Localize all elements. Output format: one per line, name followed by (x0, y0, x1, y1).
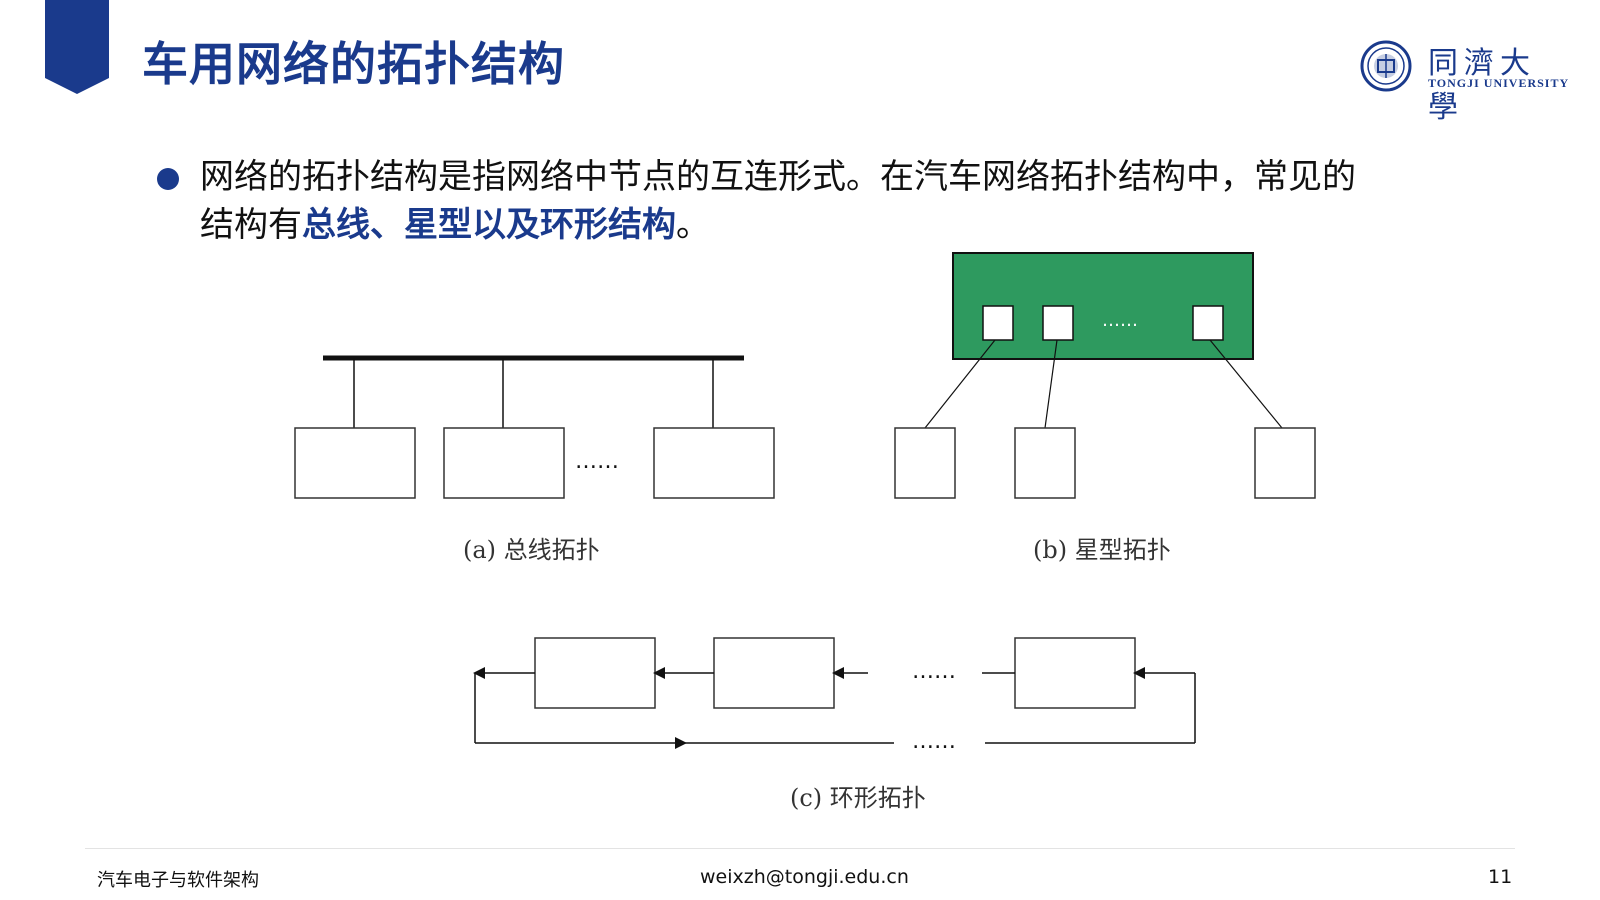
ring-node-3 (1014, 637, 1136, 709)
bullet-text-highlight: 总线、星型以及环形结构 (302, 205, 676, 245)
bus-node-1 (294, 427, 416, 499)
bus-node-3 (653, 427, 775, 499)
caption-bus: (a) 总线拓扑 (463, 536, 600, 564)
bus-node-2 (443, 427, 565, 499)
star-link-2 (1044, 339, 1058, 429)
star-hub-port-3 (1192, 305, 1224, 341)
bullet-text-plain: 网络的拓扑结构是指网络中节点的互连形式。在汽车网络拓扑结构中，常见的结构有 (200, 157, 1356, 245)
corner-marker (45, 0, 109, 94)
bus-ellipsis: …… (575, 449, 619, 474)
star-hub-port-1 (982, 305, 1014, 341)
university-name-en: TONGJI UNIVERSITY (1428, 76, 1570, 90)
star-node-3 (1254, 427, 1316, 499)
ring-topology: …… …… (c) 环形拓扑 (473, 637, 1196, 812)
bullet-dot-icon (157, 168, 179, 190)
ring-ellipsis-bottom: …… (912, 729, 956, 754)
ring-node-2 (713, 637, 835, 709)
star-link-1 (924, 339, 996, 429)
footer-email: weixzh@tongji.edu.cn (700, 866, 909, 888)
footer-page-number: 11 (1488, 866, 1513, 888)
star-link-3 (1209, 339, 1283, 429)
star-topology: …… (b) 星型拓扑 (894, 252, 1316, 564)
footer-course-name: 汽车电子与软件架构 (97, 870, 259, 891)
ring-ellipsis-top: …… (912, 659, 956, 684)
star-hub-port-2 (1042, 305, 1074, 341)
caption-star: (b) 星型拓扑 (1033, 536, 1171, 564)
bullet-text: 网络的拓扑结构是指网络中节点的互连形式。在汽车网络拓扑结构中，常见的结构有总线、… (200, 153, 1380, 249)
star-hub-ellipsis: …… (1102, 310, 1138, 331)
page-title: 车用网络的拓扑结构 (142, 37, 565, 91)
bullet-text-end: 。 (676, 205, 710, 245)
university-seal-icon (1360, 40, 1412, 92)
star-node-1 (894, 427, 956, 499)
university-logo: 同濟大學 TONGJI UNIVERSITY (1360, 38, 1568, 125)
bus-topology: …… (a) 总线拓扑 (294, 355, 775, 564)
university-name-cn: 同濟大學 (1428, 46, 1536, 125)
ring-node-1 (534, 637, 656, 709)
star-node-2 (1014, 427, 1076, 499)
footer-divider (85, 848, 1515, 849)
caption-ring: (c) 环形拓扑 (790, 784, 926, 812)
